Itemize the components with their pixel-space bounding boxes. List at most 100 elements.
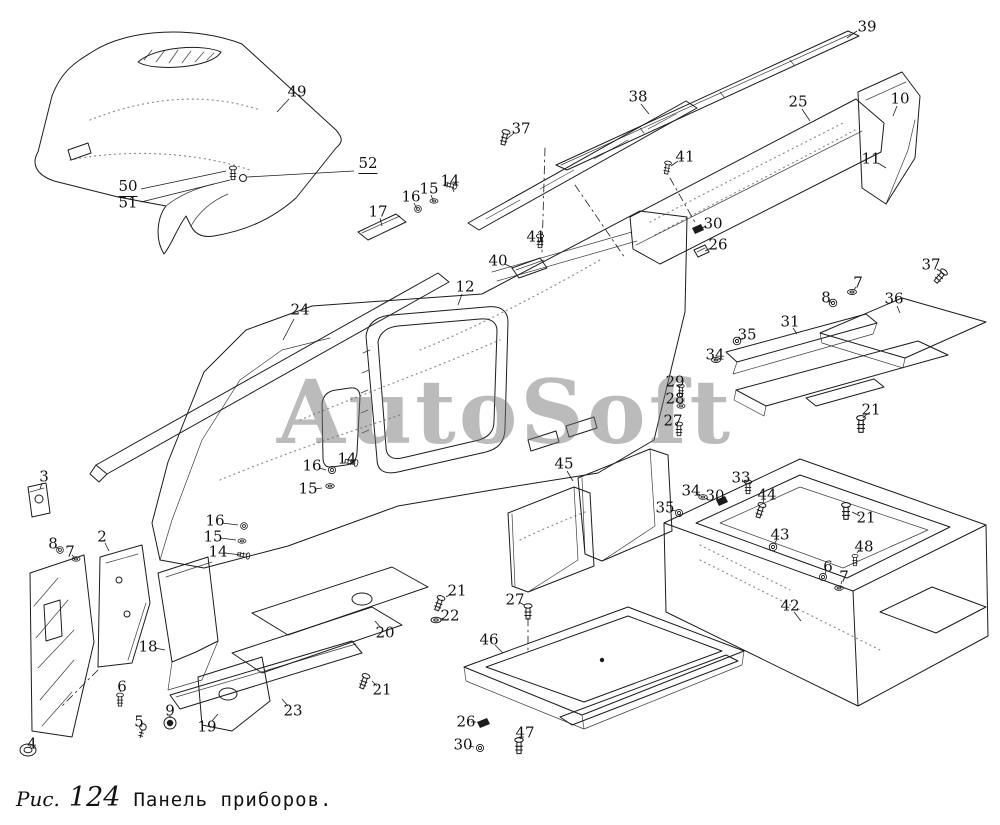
part-number-label-6: 6 bbox=[117, 677, 127, 696]
part-number-label-17: 17 bbox=[368, 202, 388, 221]
part-number-label-21: 21 bbox=[861, 400, 881, 419]
part-number-label-22: 22 bbox=[440, 606, 460, 625]
part-25-panel bbox=[629, 98, 885, 265]
part-number-label-30: 30 bbox=[453, 735, 473, 754]
part-46-tray bbox=[463, 606, 745, 730]
part-number-label-40: 40 bbox=[488, 251, 508, 270]
part-10-11-bracket bbox=[857, 71, 921, 205]
part-number-label-27: 27 bbox=[663, 411, 683, 430]
part-number-label-7: 7 bbox=[839, 567, 849, 586]
part-number-label-30: 30 bbox=[705, 486, 725, 505]
part-number-label-15: 15 bbox=[298, 479, 318, 498]
figure-title: Панель приборов. bbox=[133, 789, 333, 811]
part-number-label-2: 2 bbox=[97, 527, 107, 546]
part-number-label-16: 16 bbox=[302, 456, 322, 475]
figure-number: 124 bbox=[68, 782, 121, 813]
part-number-label-50: 50 bbox=[118, 177, 138, 197]
part-49-cowl-panel bbox=[34, 31, 342, 255]
part-number-label-28: 28 bbox=[665, 389, 685, 408]
construction-lines bbox=[61, 147, 697, 707]
part-18-bracket bbox=[157, 556, 219, 691]
part-number-label-41: 41 bbox=[526, 227, 546, 246]
part-19-bracket bbox=[197, 656, 271, 732]
part-2-bracket bbox=[97, 544, 151, 668]
part-number-label-38: 38 bbox=[628, 87, 648, 106]
part-1-side-panel bbox=[29, 554, 95, 738]
part-number-label-8: 8 bbox=[821, 288, 831, 307]
part-39-strip bbox=[555, 30, 860, 171]
part-number-label-5: 5 bbox=[134, 712, 144, 731]
part-22-panel bbox=[231, 606, 403, 674]
part-31-bracket bbox=[725, 313, 878, 375]
figure-caption: Рис. 124 Панель приборов. bbox=[16, 782, 332, 813]
part-number-label-25: 25 bbox=[788, 92, 808, 111]
figure-label: Рис. bbox=[16, 787, 60, 811]
part-number-label-46: 46 bbox=[479, 630, 499, 649]
part-number-label-35: 35 bbox=[737, 325, 757, 344]
part-number-label-37: 37 bbox=[511, 119, 531, 138]
part-3-clip bbox=[27, 482, 51, 518]
part-number-label-16: 16 bbox=[401, 187, 421, 206]
part-number-label-30: 30 bbox=[703, 214, 723, 233]
watermark-text: AutoSoft bbox=[276, 360, 734, 464]
part-number-label-21: 21 bbox=[372, 680, 392, 699]
part-number-label-44: 44 bbox=[757, 485, 777, 504]
part-number-label-26: 26 bbox=[456, 712, 476, 731]
part-number-label-9: 9 bbox=[165, 701, 175, 720]
part-number-label-24: 24 bbox=[290, 300, 310, 319]
part-24-strip bbox=[89, 272, 450, 483]
part-number-label-29: 29 bbox=[665, 372, 685, 391]
part-number-label-11: 11 bbox=[861, 149, 881, 168]
part-number-label-47: 47 bbox=[515, 723, 535, 742]
part-number-label-8: 8 bbox=[48, 534, 58, 553]
part-number-label-49: 49 bbox=[287, 82, 307, 101]
part-number-label-31: 31 bbox=[780, 312, 800, 331]
part-number-label-43: 43 bbox=[770, 525, 790, 544]
part-number-label-34: 34 bbox=[705, 345, 725, 364]
part-number-label-34: 34 bbox=[681, 481, 701, 500]
part-number-label-37: 37 bbox=[921, 255, 941, 274]
part-number-label-45: 45 bbox=[554, 454, 574, 473]
part-23-strip bbox=[169, 640, 363, 710]
part-number-label-48: 48 bbox=[854, 537, 874, 556]
part-number-label-21: 21 bbox=[447, 581, 467, 600]
part-number-label-15: 15 bbox=[203, 527, 223, 546]
part-number-label-23: 23 bbox=[283, 701, 303, 720]
part-shelf-panel bbox=[733, 340, 949, 417]
part-40-bracket bbox=[511, 257, 548, 279]
part-number-label-10: 10 bbox=[890, 89, 910, 108]
part-number-label-42: 42 bbox=[780, 596, 800, 615]
part-45-glove-box bbox=[507, 448, 673, 593]
part-42-console bbox=[663, 458, 989, 707]
part-number-label-16: 16 bbox=[205, 511, 225, 530]
part-36-panel bbox=[819, 297, 987, 369]
part-number-label-20: 20 bbox=[375, 623, 395, 642]
part-number-label-41: 41 bbox=[675, 147, 695, 166]
part-number-label-19: 19 bbox=[197, 717, 217, 736]
part-number-label-52: 52 bbox=[358, 154, 378, 174]
fasteners bbox=[19, 128, 949, 757]
part-number-label-14: 14 bbox=[208, 542, 228, 561]
part-number-label-33: 33 bbox=[731, 468, 751, 487]
part-number-label-26: 26 bbox=[708, 235, 728, 254]
part-number-label-18: 18 bbox=[138, 637, 158, 656]
part-number-label-15: 15 bbox=[419, 179, 439, 198]
part-12-dash-panel bbox=[151, 210, 688, 569]
part-number-label-21: 21 bbox=[856, 508, 876, 527]
part-38-strip bbox=[467, 100, 698, 231]
part-number-label-7: 7 bbox=[853, 273, 863, 292]
part-number-label-51: 51 bbox=[118, 193, 138, 212]
part-number-label-14: 14 bbox=[440, 171, 460, 190]
part-number-label-36: 36 bbox=[884, 289, 904, 308]
part-number-label-39: 39 bbox=[857, 17, 877, 36]
part-number-label-7: 7 bbox=[65, 542, 75, 561]
part-number-label-14: 14 bbox=[337, 449, 357, 468]
part-number-label-4: 4 bbox=[27, 734, 37, 753]
part-number-label-27: 27 bbox=[505, 590, 525, 609]
part-number-label-12: 12 bbox=[455, 277, 475, 296]
part-number-label-3: 3 bbox=[39, 467, 49, 486]
part-number-label-6: 6 bbox=[823, 557, 833, 576]
part-20-panel bbox=[251, 566, 429, 636]
